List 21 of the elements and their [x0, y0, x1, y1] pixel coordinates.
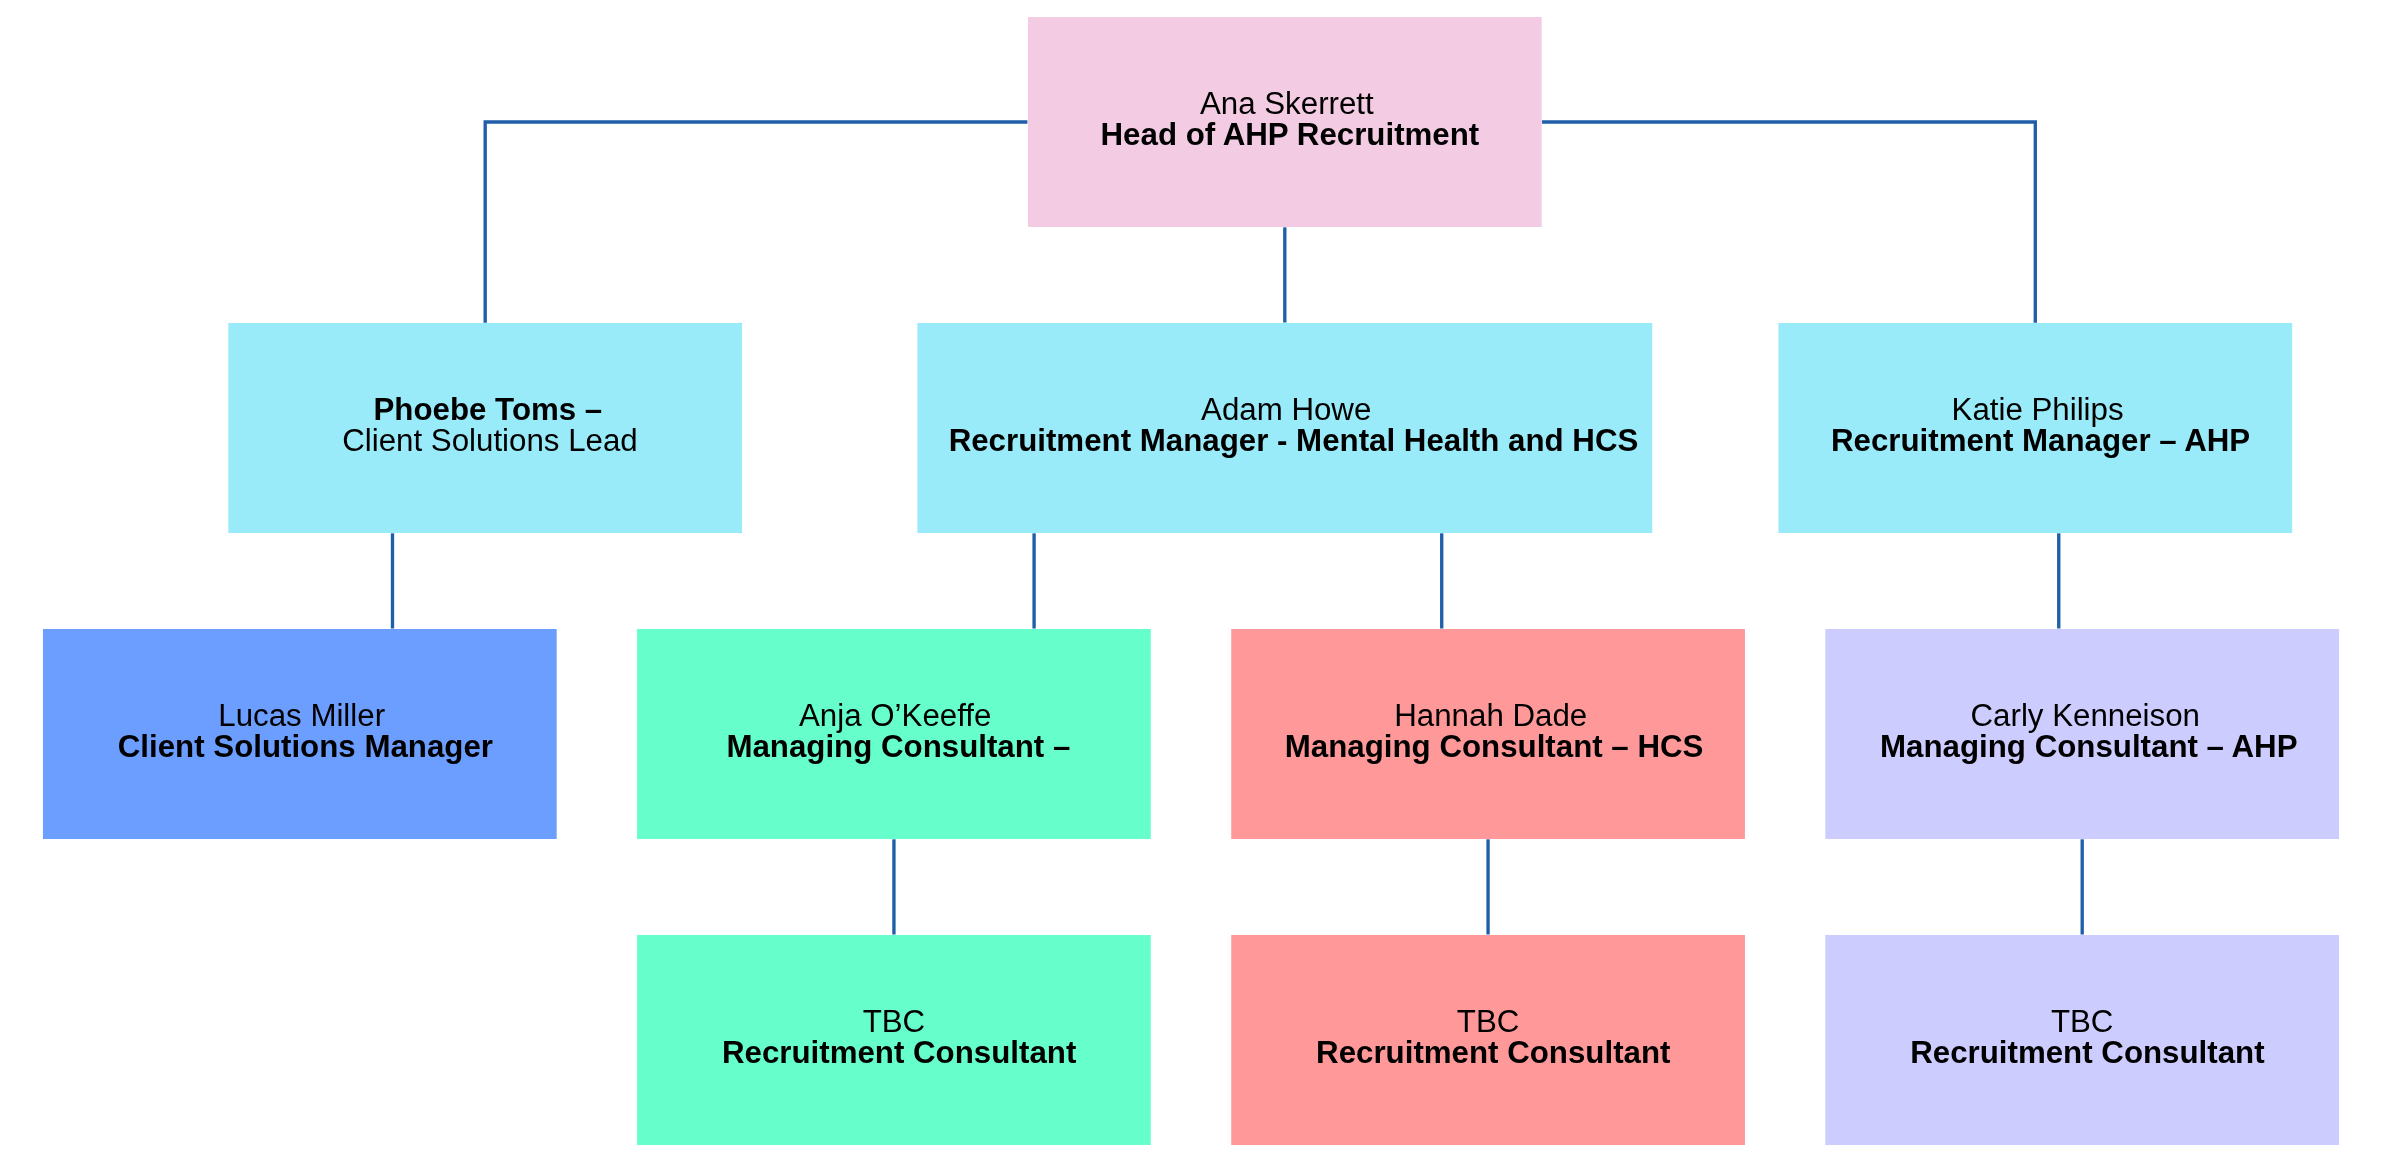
connector: [483, 120, 1027, 323]
node-box: Carly Kenneison Managing Consultant – AHP: [1824, 629, 2339, 839]
connector: [390, 533, 394, 629]
connector: [1031, 533, 1036, 629]
node-box: Anja O’Keeffe Managing Consultant –: [636, 629, 1151, 839]
node-box: Adam Howe Recruitment Manager - Mental Health and HCS: [916, 323, 1652, 533]
node-box: TBC Recruitment Consultant: [1824, 935, 2339, 1145]
connector: [2056, 533, 2060, 629]
node-box: Lucas Miller Client Solutions Manager: [42, 629, 557, 839]
node-box: Ana Skerrett Head of AHP Recruitment: [1027, 17, 1542, 227]
connector: [2080, 839, 2084, 935]
connector: [1485, 839, 1490, 935]
connector: [1282, 227, 1286, 323]
node-box: Katie Philips Recruitment Manager – AHP: [1777, 323, 2292, 533]
connector: [891, 839, 896, 935]
connector: [1541, 120, 2037, 323]
node-box: Hannah Dade Managing Consultant – HCS: [1230, 629, 1745, 839]
node-box: Phoebe Toms – Client Solutions Lead: [227, 323, 742, 533]
node-box: TBC Recruitment Consultant: [636, 935, 1151, 1145]
node-box: TBC Recruitment Consultant: [1230, 935, 1745, 1145]
connector: [1439, 533, 1443, 629]
